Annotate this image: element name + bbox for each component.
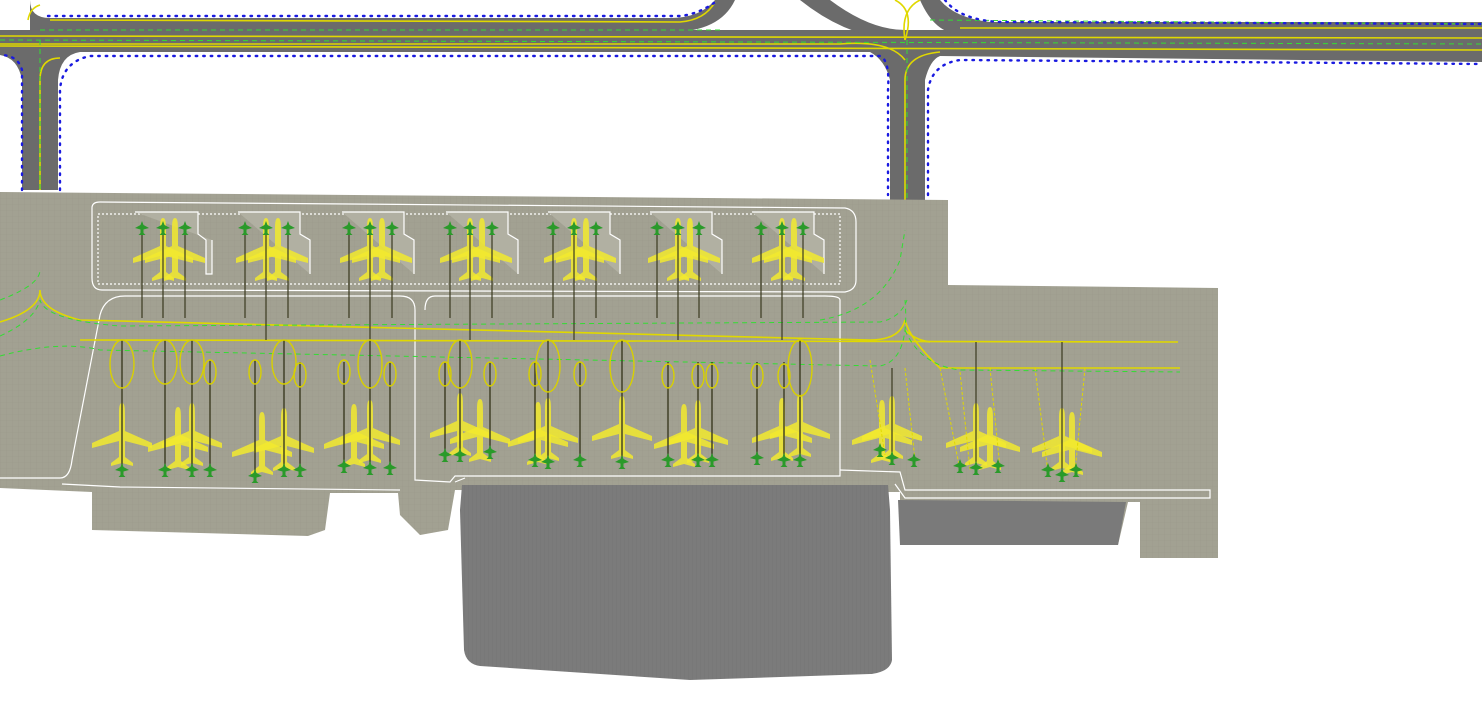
remote-stand-leadins xyxy=(109,339,813,475)
taxiway-feeder-right xyxy=(920,0,1482,34)
taxiway-feeder-mid xyxy=(800,0,905,40)
apron-taxilanes xyxy=(0,229,1181,373)
cargo-stand-leadins xyxy=(869,342,1086,475)
cargo-building[interactable] xyxy=(898,500,1126,545)
terminal-building[interactable] xyxy=(460,485,892,680)
taxiway-feeder-left xyxy=(30,0,735,32)
apron-edge-lines xyxy=(0,201,1211,499)
taxiway-network xyxy=(0,0,1482,320)
contact-stand-leadins xyxy=(141,230,804,340)
taxiway-main xyxy=(0,30,1482,200)
